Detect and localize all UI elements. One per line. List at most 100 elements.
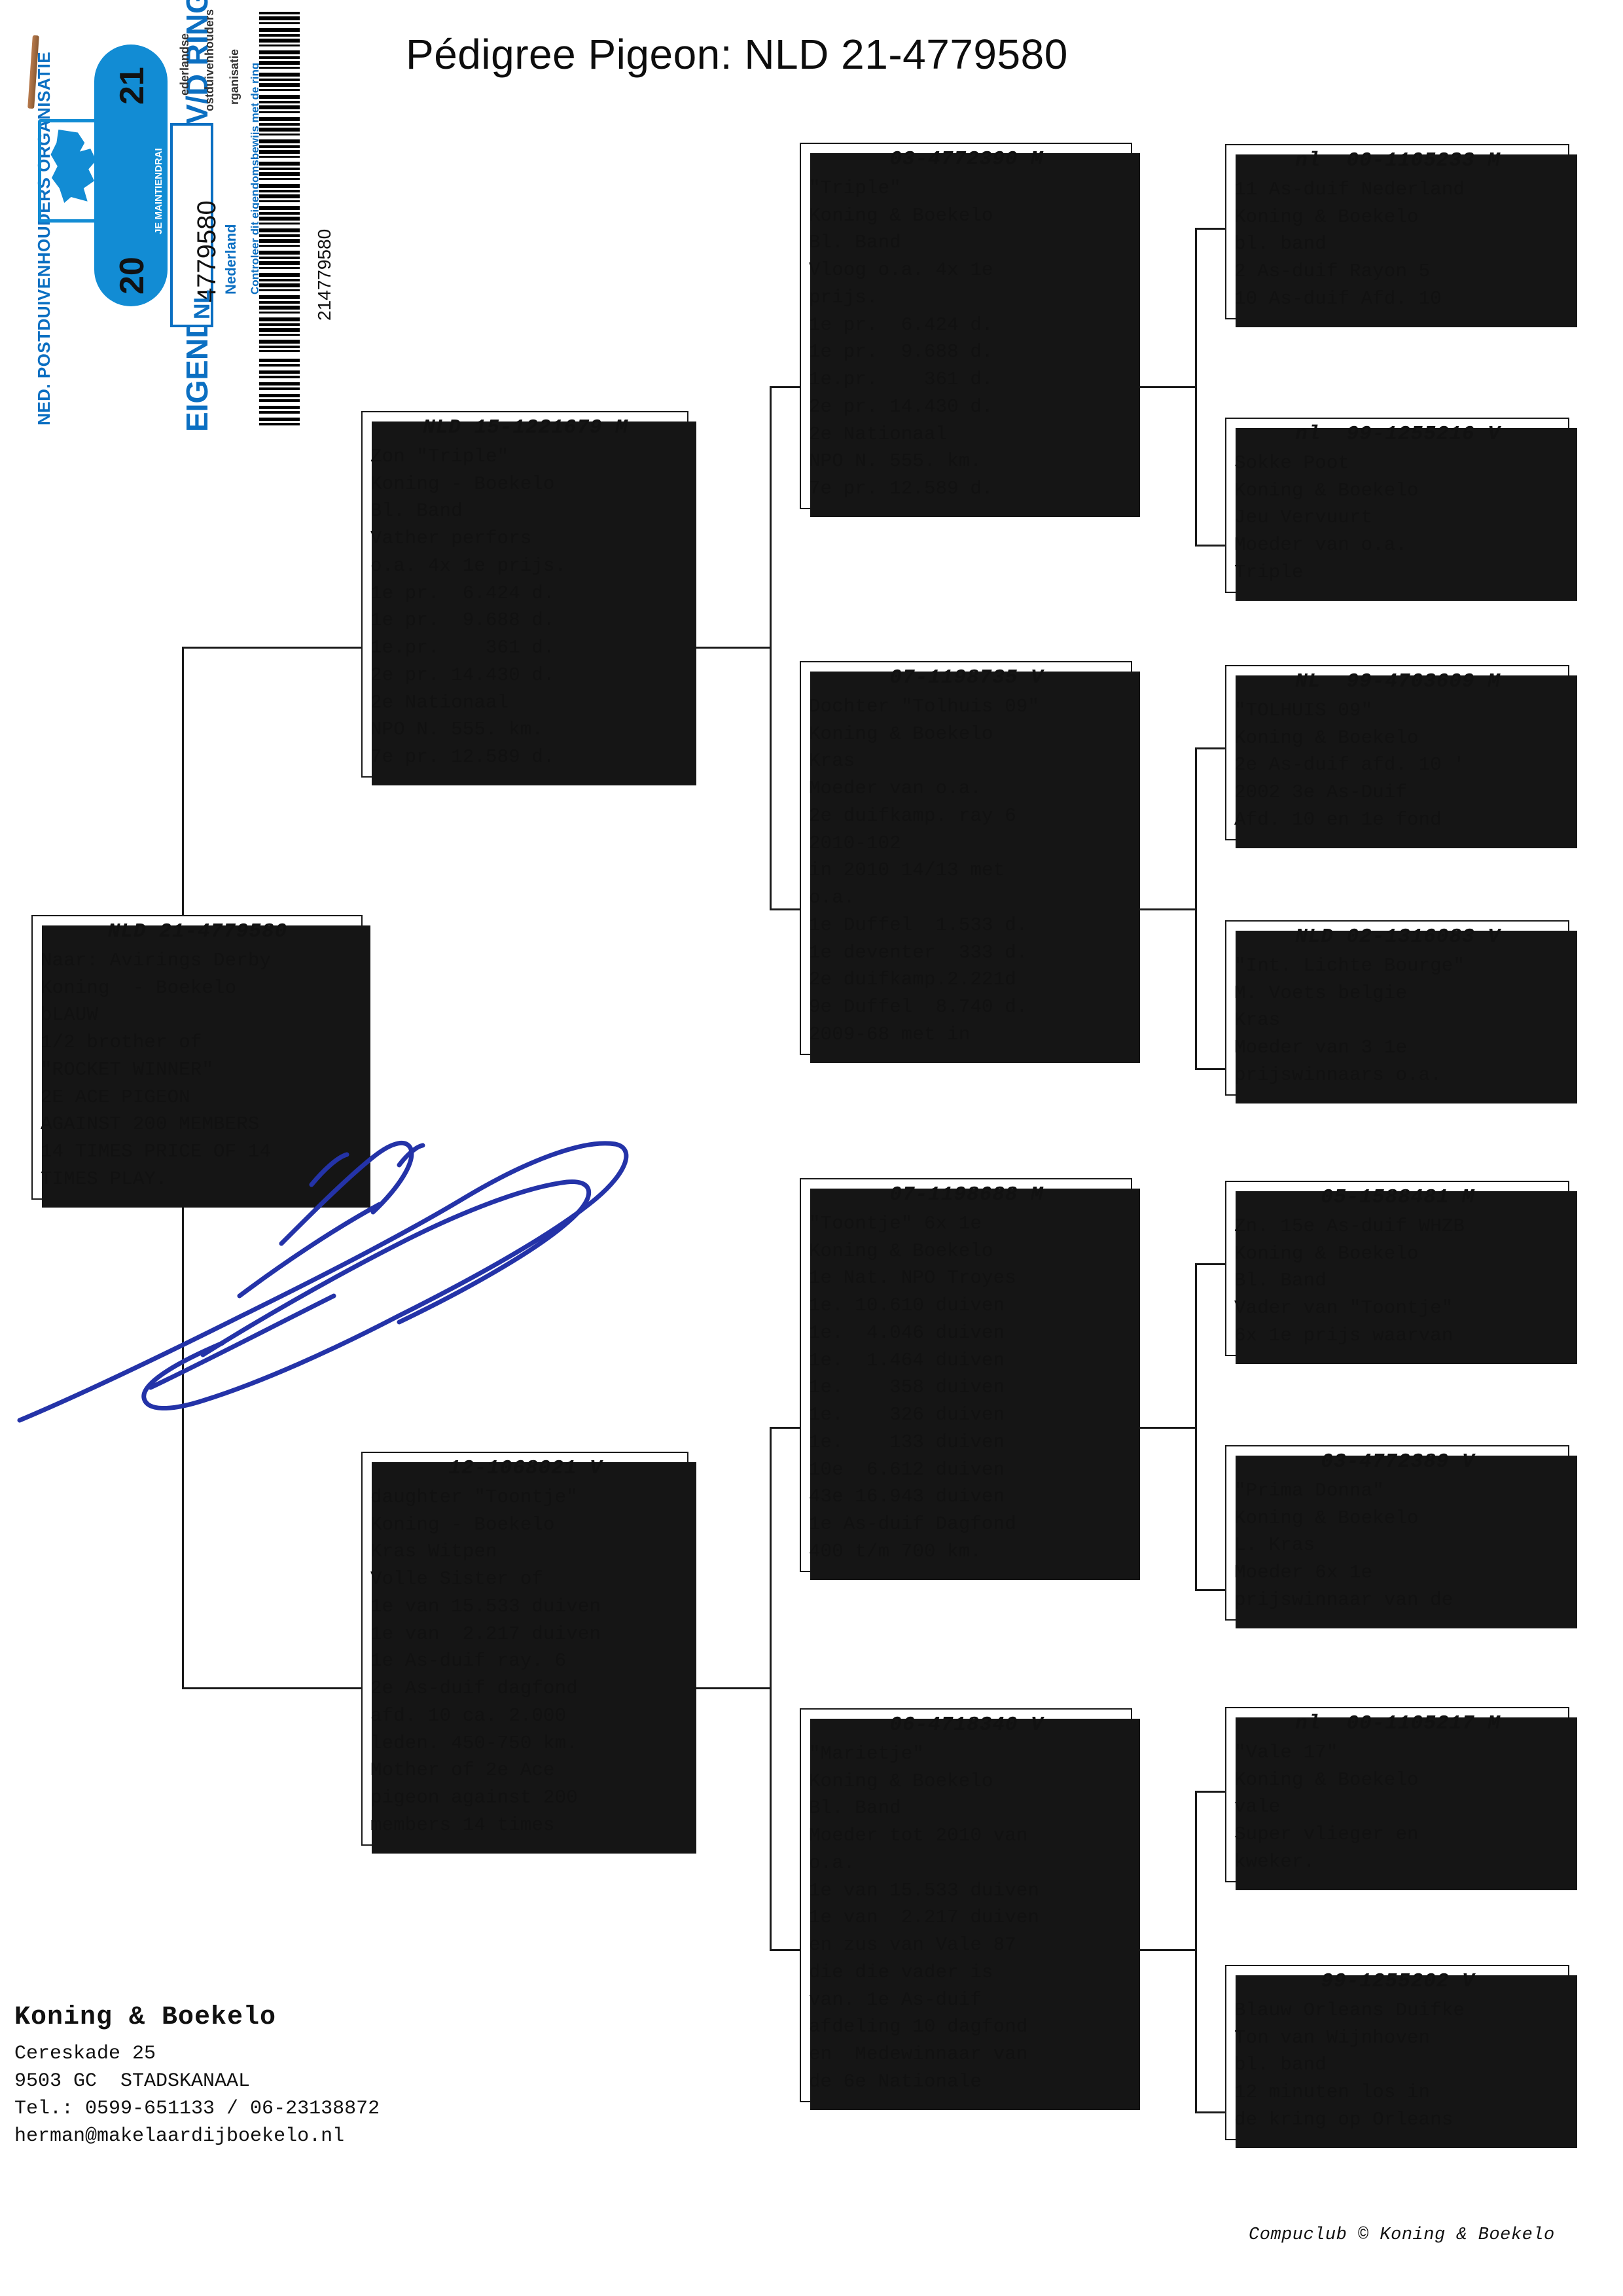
detail-line: vale [1234, 1796, 1281, 1818]
detail-line: 2e pr. 14.430 d. [809, 395, 993, 418]
detail-line: bl. band [1234, 2054, 1327, 2076]
detail-line: Dochter "Tolhuis 09" [809, 695, 1040, 717]
detail-line: "Int. Lichte Bourge" [1234, 954, 1465, 977]
detail-line: TIMES PLAY. [41, 1168, 168, 1190]
detail-line: 1e. 326 duiven [809, 1404, 1005, 1426]
detail-line: 2009-68 met in [809, 1023, 971, 1045]
barcode-secondary-icon [259, 359, 300, 429]
detail-line: kweker. [1234, 1850, 1315, 1873]
pedigree-box-granddam-paternal: 07-1198735 V Dochter "Tolhuis 09"Koning … [800, 661, 1140, 1063]
connector-to-ggp1 [1195, 228, 1228, 230]
detail-line: "Marietje" [809, 1742, 925, 1765]
ring-id: 06-4718340 V [889, 1713, 1044, 1736]
detail-line: 1e van 15.533 duiven [809, 1879, 1040, 1901]
detail-line: 12 minuten los in [1234, 2081, 1431, 2104]
detail-line: 43e 16.943 duiven [809, 1486, 1005, 1508]
connector-to-ggp8 [1195, 2111, 1228, 2113]
detail-line: Koning - Boekelo [370, 473, 555, 495]
detail-line: "Triple" [809, 177, 901, 199]
ring-id: 12-1068021 V [448, 1457, 603, 1480]
detail-line: in 2010 14/13 met [809, 859, 1005, 882]
detail-line: Koning & Boekelo [809, 1240, 993, 1262]
pedigree-box-great-grandparent-7: nl 00-1105217 M "Vale 17"Koning & Boekel… [1225, 1707, 1577, 1890]
detail-line: M. Voets belgie [1234, 982, 1408, 1004]
detail-line: NPO N. 555. km. [809, 450, 982, 473]
connector-to-ggp3 [1195, 747, 1228, 749]
detail-line: "Prima Donna" [1234, 1479, 1384, 1501]
pedigree-box-great-grandparent-4: NLD 02-1316083 V "Int. Lichte Bourge" M. … [1225, 920, 1577, 1103]
connector-gp3-stem [1132, 1427, 1196, 1429]
detail-line: en zus van Vale 87 [809, 1934, 1016, 1956]
detail-line: Triple [1234, 561, 1304, 583]
detail-line: 7e pr. 12.589 d. [370, 746, 555, 768]
connector-ggp12-vertical [1195, 228, 1197, 546]
national-coat-of-arms-icon [38, 119, 118, 223]
detail-line: L. Kras [1234, 1534, 1315, 1556]
ring-id: NLD 15-1221679 M [423, 416, 628, 439]
detail-line: afd. 10 ca. 2.000 [370, 1704, 567, 1727]
detail-line: "ROCKET WINNER" [41, 1058, 214, 1081]
detail-line: Moeder van o.a. [809, 778, 982, 800]
detail-line: Moeder tot 2010 van [809, 1825, 1028, 1847]
page-title: Pédigree Pigeon: NLD 21-4779580 [406, 31, 1068, 78]
detail-line: 1e Nat. NPO Troyes [809, 1267, 1016, 1289]
pedigree-box-sire: NLD 15-1221679 M Zon "Triple"Koning - Bo… [361, 411, 696, 785]
detail-line: 2e As-duif dagfond [370, 1677, 578, 1700]
detail-line: prijswinnaar van de [1234, 1588, 1454, 1611]
detail-line: Bl. Band [809, 1797, 901, 1820]
detail-line: o.a. [809, 1852, 855, 1874]
detail-line: Moeder 6x 1e [1234, 1562, 1373, 1584]
detail-line: Bl. Band [1234, 1270, 1327, 1292]
detail-line: Koning - Boekelo [41, 977, 237, 999]
breeder-email[interactable]: herman@makelaardijboekelo.nl [14, 2125, 345, 2147]
connector-to-ggp7 [1195, 1791, 1228, 1793]
detail-line: 7e pr. 12.589 d. [809, 478, 993, 500]
detail-line: de kring op Orleans [1234, 2108, 1454, 2130]
ring-number-field [170, 123, 213, 327]
connector-dam-stem [688, 1687, 771, 1689]
detail-line: 10e 6.612 duiven [809, 1458, 1005, 1480]
connector-ggp78-vertical [1195, 1791, 1197, 2113]
connector-to-ggp2 [1195, 545, 1228, 547]
ring-id: nl 00-1105217 M [1295, 1712, 1501, 1735]
ring-year-pill [94, 45, 168, 306]
detail-line: bLAUW [41, 1004, 99, 1026]
detail-line: 1e. 4.046 duiven [809, 1321, 1005, 1344]
detail-line: Koning & Boekelo [1234, 1507, 1419, 1529]
detail-line: 1e van 2.217 duiven [809, 1907, 1040, 1929]
detail-line: 1e.pr. 361 d. [370, 637, 555, 659]
detail-line: 2e pr. 14.430 d. [370, 664, 555, 686]
detail-line: "Vale 17" [1234, 1741, 1338, 1763]
detail-line: die die vader is [809, 1961, 993, 1983]
detail-line: Mother of 2e Ace [370, 1759, 555, 1782]
connector-to-ggp6 [1195, 1589, 1228, 1591]
ring-id: nl 99-1255216 V [1295, 423, 1501, 446]
copyright-notice: Compuclub © Koning & Boekelo [1249, 2225, 1555, 2245]
breeder-address-line-2: 9503 GC STADSKANAAL [14, 2070, 251, 2092]
detail-line: Sokke Poot [1234, 452, 1350, 474]
ring-id: NLD 02-1316083 V [1295, 925, 1501, 948]
detail-line: 1e As-duif Dagfond [809, 1513, 1016, 1535]
ring-id: 99-1255202 V [1321, 1970, 1475, 1993]
detail-line: "Toontje" 6x 1e [809, 1212, 982, 1234]
detail-line: Jeu Vervuurt [1234, 507, 1373, 529]
connector-to-gp1 [770, 386, 802, 388]
detail-line: Koning & Boekelo [1234, 206, 1419, 228]
detail-line: Super vlieger en [1234, 1823, 1419, 1846]
pedigree-box-great-grandparent-3: NL 99-4703609 M "TOLHUIS 09"Koning & Boe… [1225, 665, 1577, 848]
connector-gp4-stem [1132, 1949, 1196, 1951]
detail-line: prijs. [809, 286, 878, 308]
ring-id: 03-4772390 M [889, 148, 1044, 171]
breeder-phone: Tel.: 0599-651133 / 06-23138872 [14, 2098, 380, 2120]
detail-line: 6x 1e prijs waarvan [1234, 1324, 1454, 1346]
